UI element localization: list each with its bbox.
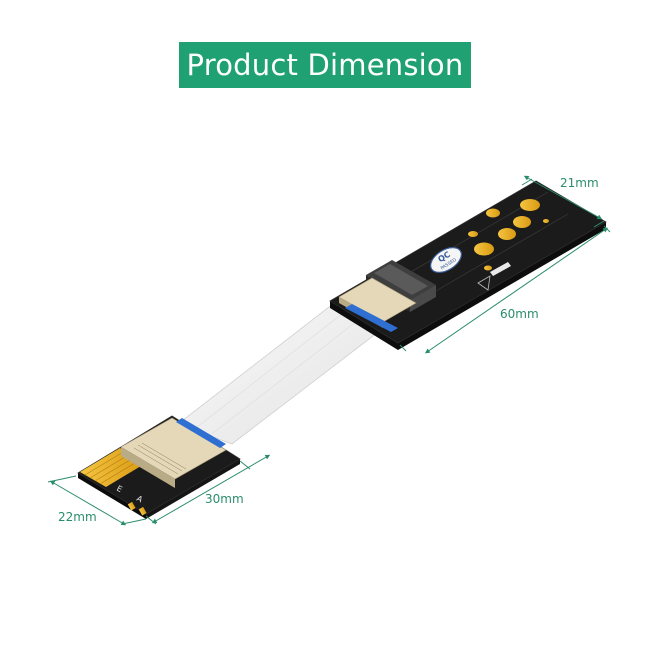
dim-60mm-line <box>424 227 609 354</box>
dim-60mm-label: 60mm <box>500 307 539 321</box>
pin-label-a: A <box>135 494 145 505</box>
title-banner: Product Dimension <box>179 42 471 88</box>
dim-21mm-label: 21mm <box>560 176 599 190</box>
page-title: Product Dimension <box>186 48 464 82</box>
dim-22mm-line <box>49 480 127 526</box>
large-adapter-board: QC PASSED <box>329 180 607 350</box>
dim-30mm-line <box>151 454 271 524</box>
dim-30mm-label: 30mm <box>205 492 244 506</box>
dim-22mm-label: 22mm <box>58 510 97 524</box>
dim-21mm-line <box>523 175 603 220</box>
dimension-lines <box>47 175 611 526</box>
